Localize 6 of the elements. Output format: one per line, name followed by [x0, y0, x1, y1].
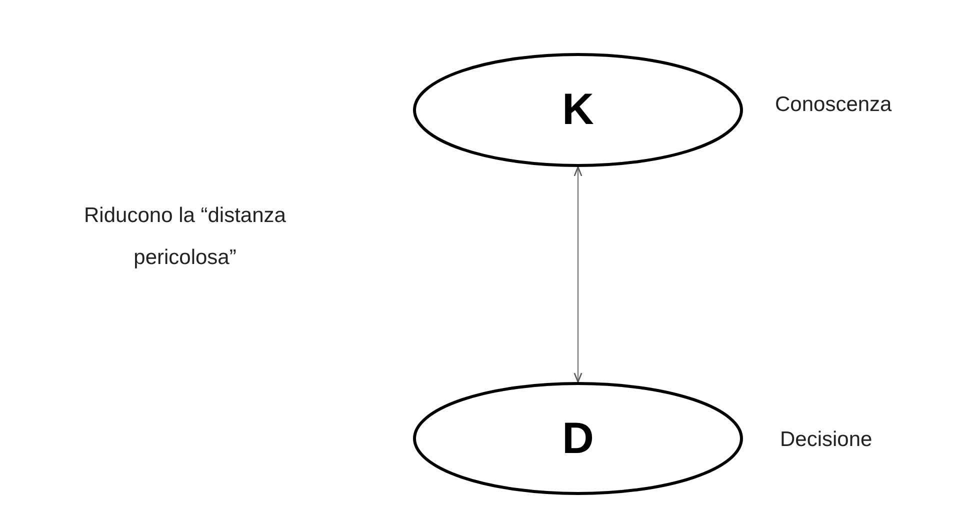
node-caption: Conoscenza: [775, 93, 892, 117]
note-text: Riducono la “distanza pericolosa”: [83, 203, 287, 271]
double-arrow: [574, 166, 582, 383]
node-letter: K: [562, 85, 594, 135]
node-letter: D: [562, 414, 594, 464]
node-caption: Decisione: [780, 428, 872, 452]
